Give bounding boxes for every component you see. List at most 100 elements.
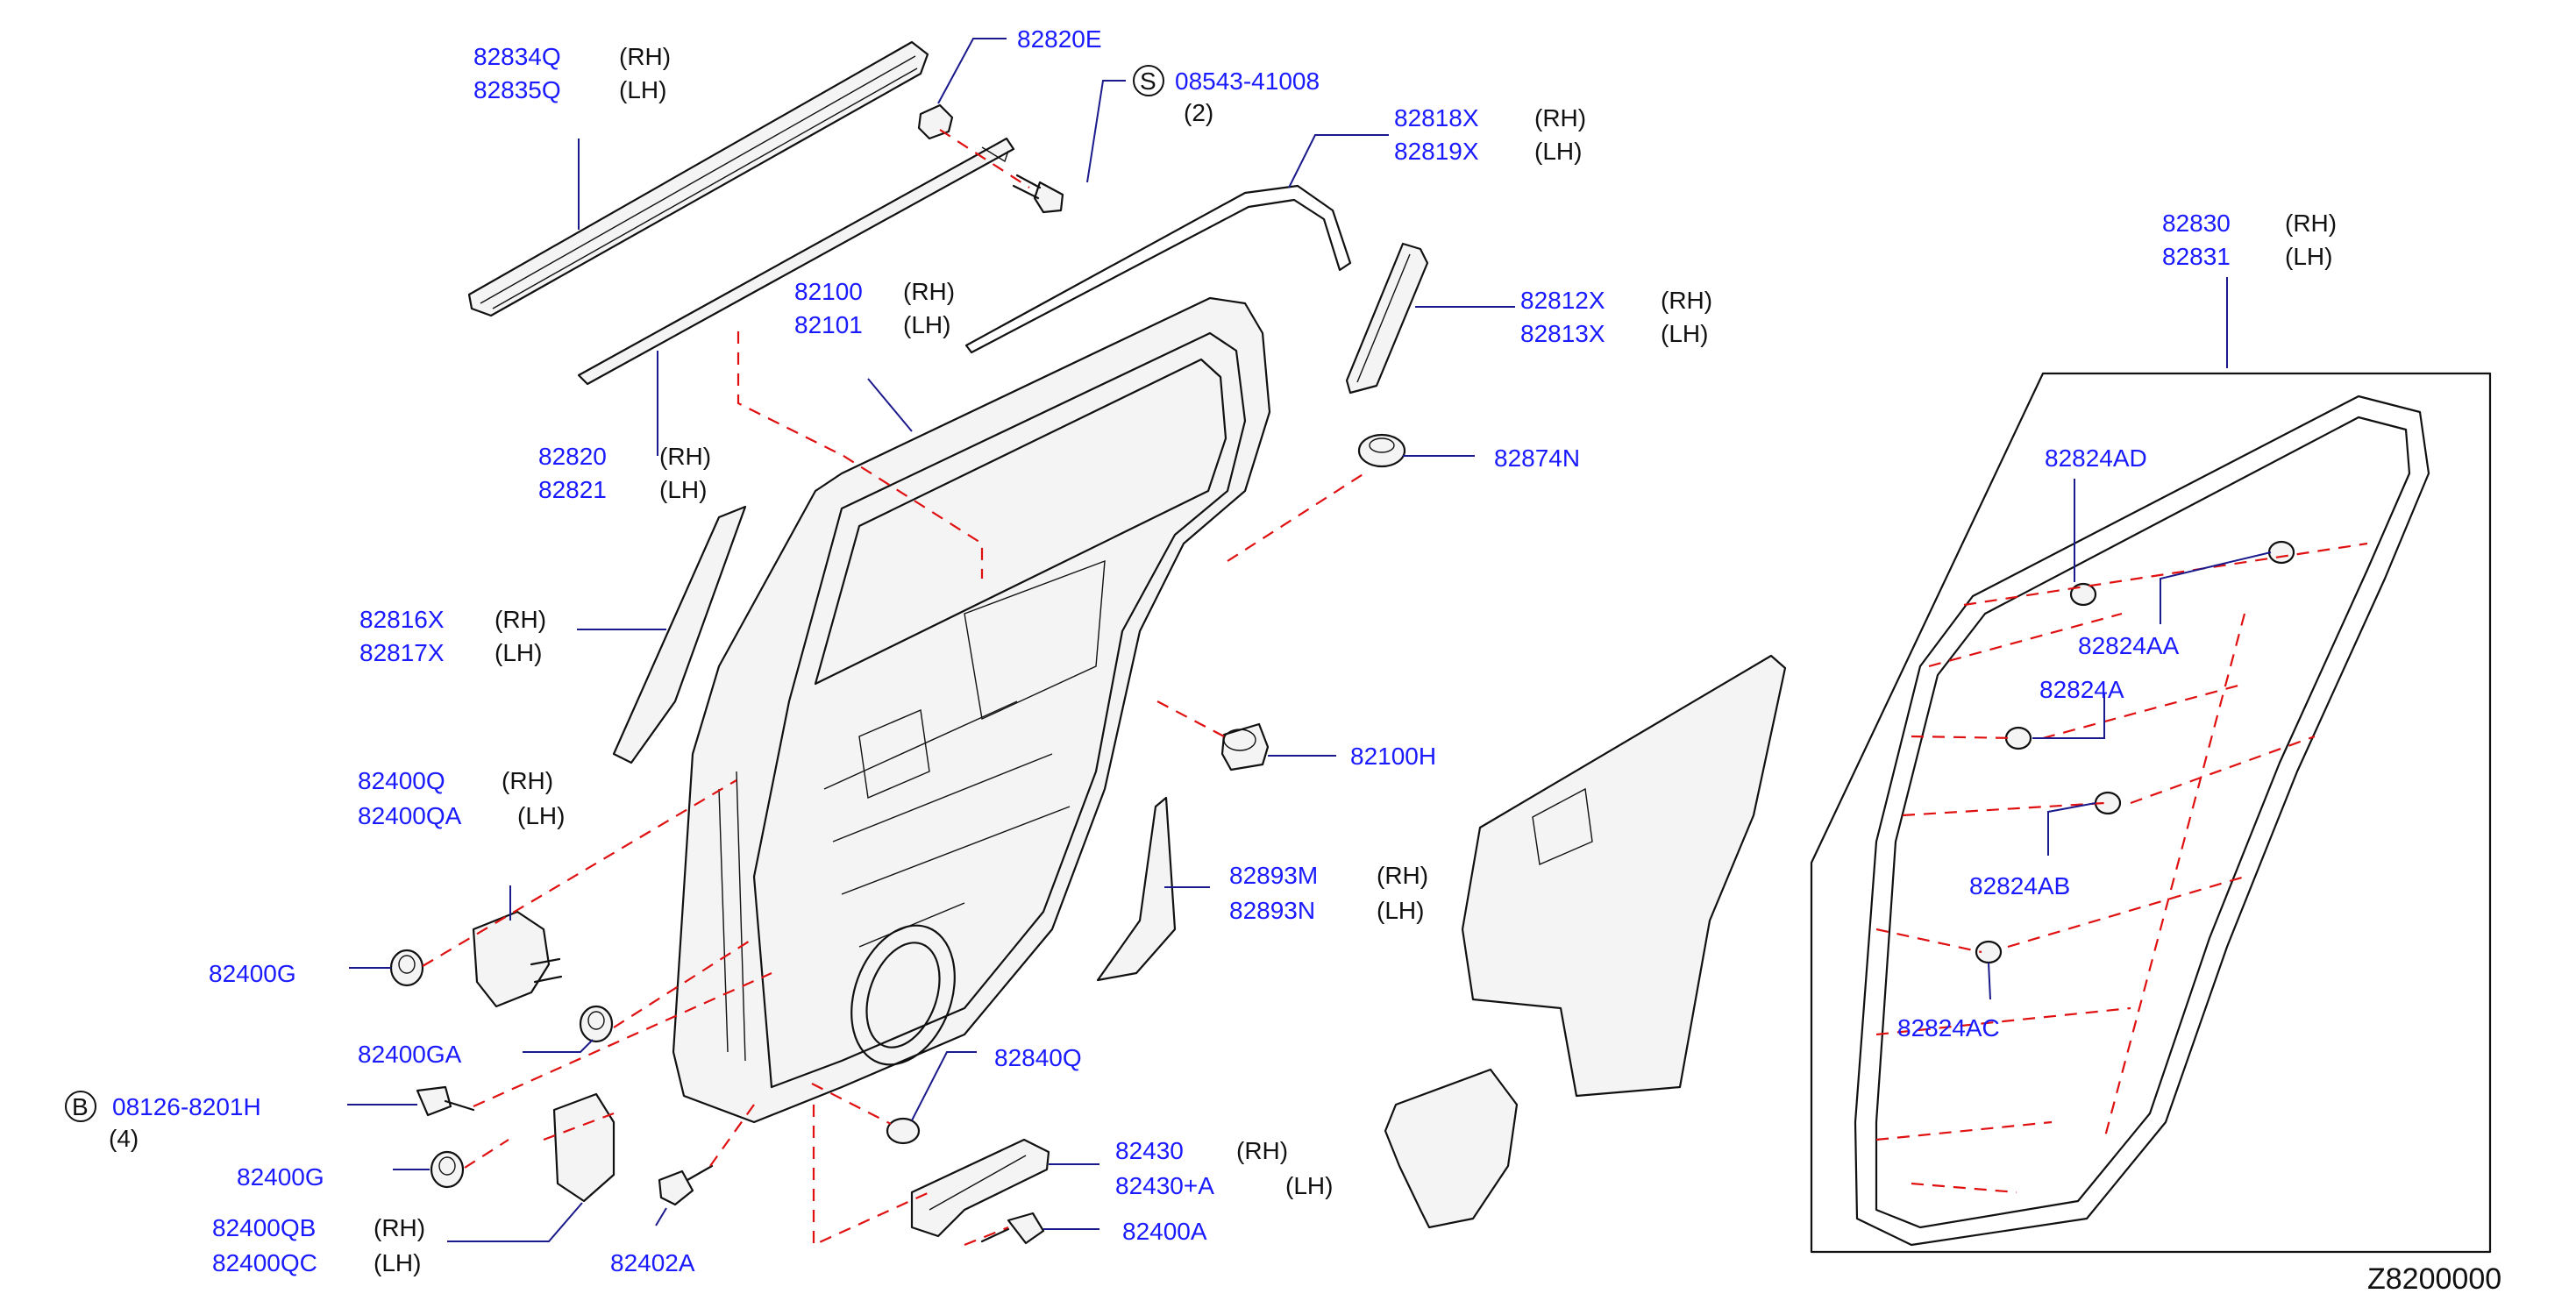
side-label: (RH) [374,1214,425,1241]
part-number[interactable]: 82893M [1229,862,1318,889]
part-number[interactable]: 82813X [1520,320,1605,347]
bolt-08126 [416,1085,475,1117]
part-number[interactable]: 82874N [1494,444,1580,472]
side-label: (LH) [1285,1172,1333,1199]
nut-82400G-lower [430,1150,465,1189]
clip-82824A [2004,726,2032,750]
part-number[interactable]: 82817X [359,639,445,666]
weatherstrip-box [1810,372,2492,1254]
part-number[interactable]: 82816X [359,606,445,633]
callout-82400G-upper: 82400G [209,960,296,987]
part-number[interactable]: 82818X [1394,104,1479,132]
callout-82816X: 82816X (RH) 82817X (LH) [359,606,546,666]
side-label: (RH) [619,43,671,70]
part-number[interactable]: 82430 [1115,1137,1184,1164]
callout-82824AD: 82824AD [2045,444,2147,472]
callout-82400A: 82400A [1122,1218,1207,1245]
callout-82824AC: 82824AC [1897,1014,2000,1042]
screw-symbol: S [1140,68,1156,95]
bolt-symbol-circle [65,1091,96,1122]
side-label: (RH) [495,606,546,633]
clip-82824AD [2069,582,2097,607]
side-label: (LH) [2285,243,2332,270]
part-number[interactable]: 82819X [1394,138,1479,165]
part-number[interactable]: 82893N [1229,897,1315,924]
part-number[interactable]: 82100 [794,278,863,305]
part-number[interactable]: 82400QA [358,802,462,829]
side-label: (LH) [1534,138,1582,165]
part-number[interactable]: 82824A [2039,676,2124,703]
callout-08126-8201H: B 08126-8201H (4) [65,1091,261,1152]
part-number[interactable]: 82100H [1350,743,1436,770]
part-number[interactable]: 82430+A [1115,1172,1214,1199]
callout-82834Q: 82834Q (RH) 82835Q (LH) [473,43,671,103]
callout-82874N: 82874N [1494,444,1580,472]
grommet-82874N [1357,433,1406,468]
lower-hinge [552,1092,616,1203]
part-number[interactable]: 82400QB [212,1214,316,1241]
quantity: (2) [1184,99,1213,126]
cap-82840Q [886,1117,921,1145]
bumper-82100H [1220,722,1270,771]
callout-08543-41008: S 08543-41008 (2) [1133,65,1320,126]
part-number[interactable]: 82400G [237,1163,324,1191]
door-weatherstrip [1854,395,2430,1247]
callout-82824AA: 82824AA [2078,632,2180,659]
clip-82820E [917,103,954,140]
side-label: (LH) [903,311,950,338]
callout-82812X: 82812X (RH) 82813X (LH) [1520,287,1712,347]
bolt-symbol: B [72,1093,89,1120]
clip-82824AA [2267,540,2295,565]
side-label: (LH) [619,76,666,103]
side-label: (LH) [1661,320,1708,347]
side-label: (RH) [1377,862,1428,889]
upper-hinge [472,910,563,1008]
speaker-seal-sheet [1384,1068,1519,1229]
door-panel-assembly [672,296,1271,1124]
callout-82840Q: 82840Q [994,1044,1082,1071]
callout-82100H: 82100H [1350,743,1436,770]
side-label: (RH) [502,767,553,794]
screw-symbol-circle [1133,65,1164,96]
part-number[interactable]: 82820E [1017,25,1102,53]
part-number[interactable]: 82400A [1122,1218,1207,1245]
inner-weatherstrip [577,137,1015,386]
part-number[interactable]: 82824AC [1897,1014,2000,1042]
callout-82400GA: 82400GA [358,1041,462,1068]
part-number[interactable]: 82824AD [2045,444,2147,472]
part-number[interactable]: 82400GA [358,1041,462,1068]
side-label: (LH) [495,639,542,666]
part-number[interactable]: 82820 [538,443,607,470]
part-number[interactable]: 82831 [2162,243,2231,270]
part-number[interactable]: 08543-41008 [1175,68,1320,95]
part-number[interactable]: 82400QC [212,1249,317,1276]
side-label: (RH) [659,443,711,470]
part-number[interactable]: 82812X [1520,287,1605,314]
part-number[interactable]: 82840Q [994,1044,1082,1071]
part-number[interactable]: 82400Q [358,767,445,794]
part-number[interactable]: 82834Q [473,43,561,70]
door-check-link [910,1138,1050,1238]
part-number[interactable]: 82402A [610,1249,695,1276]
callout-82100: 82100 (RH) 82101 (LH) [794,278,955,338]
part-number[interactable]: 82821 [538,476,607,503]
callout-82818X: 82818X (RH) 82819X (LH) [1394,104,1586,165]
hole-seal-82893M [1096,796,1177,982]
callout-82830: 82830 (RH) 82831 (LH) [2162,210,2337,270]
part-number[interactable]: 82830 [2162,210,2231,237]
part-number[interactable]: 82400G [209,960,296,987]
door-trim-sheet [1461,654,1787,1098]
part-number[interactable]: 82835Q [473,76,561,103]
part-number[interactable]: 82824AB [1969,872,2070,899]
callout-82430: 82430 (RH) 82430+A (LH) [1115,1137,1333,1199]
callout-82824AB: 82824AB [1969,872,2070,899]
quantity: (4) [109,1125,139,1152]
callout-82893M: 82893M (RH) 82893N (LH) [1229,862,1428,924]
part-number[interactable]: 82101 [794,311,863,338]
side-label: (LH) [659,476,707,503]
part-number[interactable]: 82824AA [2078,632,2180,659]
part-number[interactable]: 08126-8201H [112,1093,261,1120]
side-label: (RH) [1661,287,1712,314]
b-pillar-finisher [1345,242,1429,395]
